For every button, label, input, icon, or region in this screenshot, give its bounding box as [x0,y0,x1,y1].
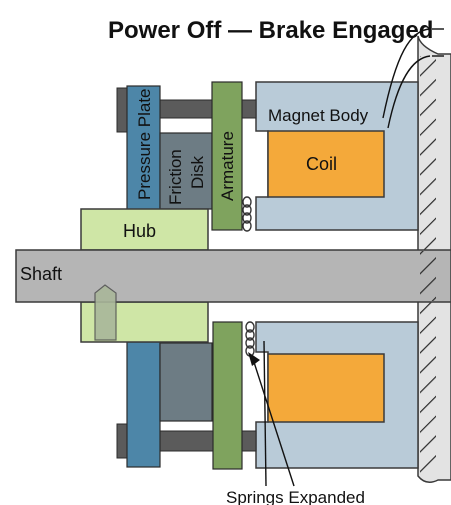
hub-label: Hub [123,221,156,241]
springs-label: Springs Expanded [226,488,365,505]
friction-disk-lower [159,342,213,422]
armature-upper [211,81,243,231]
spring-upper [242,196,252,232]
friction-disk-upper [159,132,213,210]
title-leader-lines [382,28,444,129]
armature-label: Armature [218,131,237,201]
armature-lower [212,321,243,470]
friction-label: Friction [166,149,185,205]
shaft-wall-section [420,251,436,301]
pressure-plate-lower [126,341,161,468]
springs-arrowhead [248,352,260,366]
hub-upper [80,208,209,251]
bolt-lower-head [116,423,128,459]
springs-callout-lines [251,340,295,487]
coil-lower [267,353,385,423]
pressure-plate-label: Pressure Plate [135,89,154,201]
disk-label: Disk [188,155,207,189]
spring-lower [245,321,255,357]
coil-label: Coil [306,154,337,174]
diagram-title: Power Off — Brake Engaged [108,17,433,44]
magnet-body-label: Magnet Body [268,106,369,125]
coil-upper [267,130,385,198]
bolt-upper-head [116,87,128,133]
shaft-key [94,284,117,341]
shaft [15,249,451,303]
shaft-label: Shaft [20,264,62,284]
